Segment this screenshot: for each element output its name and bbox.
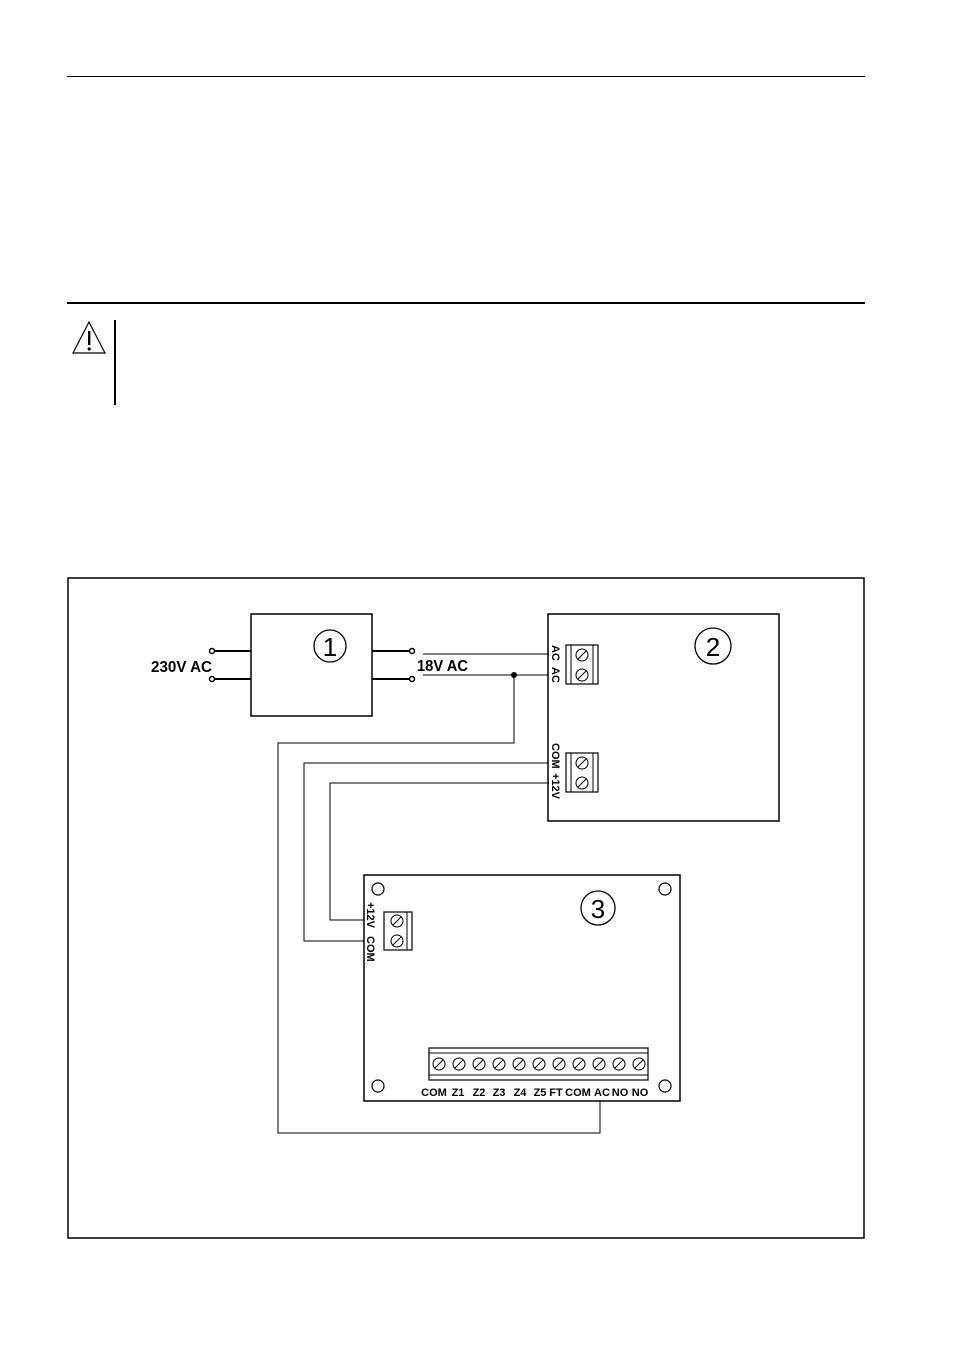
terminal-screw — [612, 1057, 626, 1071]
terminal-screw — [572, 1057, 586, 1071]
header-rule — [67, 76, 865, 77]
transformer-box: 1 230V AC 18V AC — [151, 613, 468, 717]
psu-terminal-ac-1: AC — [549, 645, 561, 661]
terminal-screw — [432, 1057, 446, 1071]
input-voltage-label: 230V AC — [151, 659, 212, 676]
terminal-screw — [492, 1057, 506, 1071]
terminal-label: COM — [565, 1087, 591, 1099]
terminal-label: NO — [612, 1087, 629, 1099]
module-terminal-com: COM — [364, 936, 376, 962]
terminal-label: Z3 — [493, 1087, 506, 1099]
output-voltage-label: 18V AC — [417, 658, 468, 675]
section-rule — [67, 302, 865, 304]
psu-terminal-ac-2: AC — [549, 667, 561, 683]
terminal-screw — [512, 1057, 526, 1071]
terminal-screw — [532, 1057, 546, 1071]
terminal-label: Z4 — [514, 1087, 528, 1099]
terminal-label: Z5 — [534, 1087, 547, 1099]
terminal-label: FT — [549, 1087, 563, 1099]
terminal-screw — [632, 1057, 646, 1071]
module-terminal-12v: +12V — [364, 902, 376, 929]
transformer-number: 1 — [323, 632, 337, 662]
warning-bar — [114, 320, 116, 405]
terminal-label: COM — [421, 1087, 447, 1099]
power-supply-number: 2 — [706, 632, 720, 662]
terminal-screw — [592, 1057, 606, 1071]
psu-terminal-com: COM — [549, 743, 561, 769]
terminal-label: NO — [632, 1087, 649, 1099]
terminal-screw — [552, 1057, 566, 1071]
diagram-frame — [67, 577, 865, 1239]
terminal-label: AC — [594, 1087, 610, 1099]
psu-terminal-12v: +12V — [549, 773, 561, 800]
terminal-screw — [452, 1057, 466, 1071]
terminal-screw — [472, 1057, 486, 1071]
module-number: 3 — [591, 894, 605, 924]
terminal-label: Z2 — [473, 1087, 486, 1099]
terminal-label: Z1 — [452, 1087, 465, 1099]
power-supply-box: 2 AC AC COM +12V — [547, 613, 780, 822]
warning-triangle-icon — [72, 320, 106, 354]
